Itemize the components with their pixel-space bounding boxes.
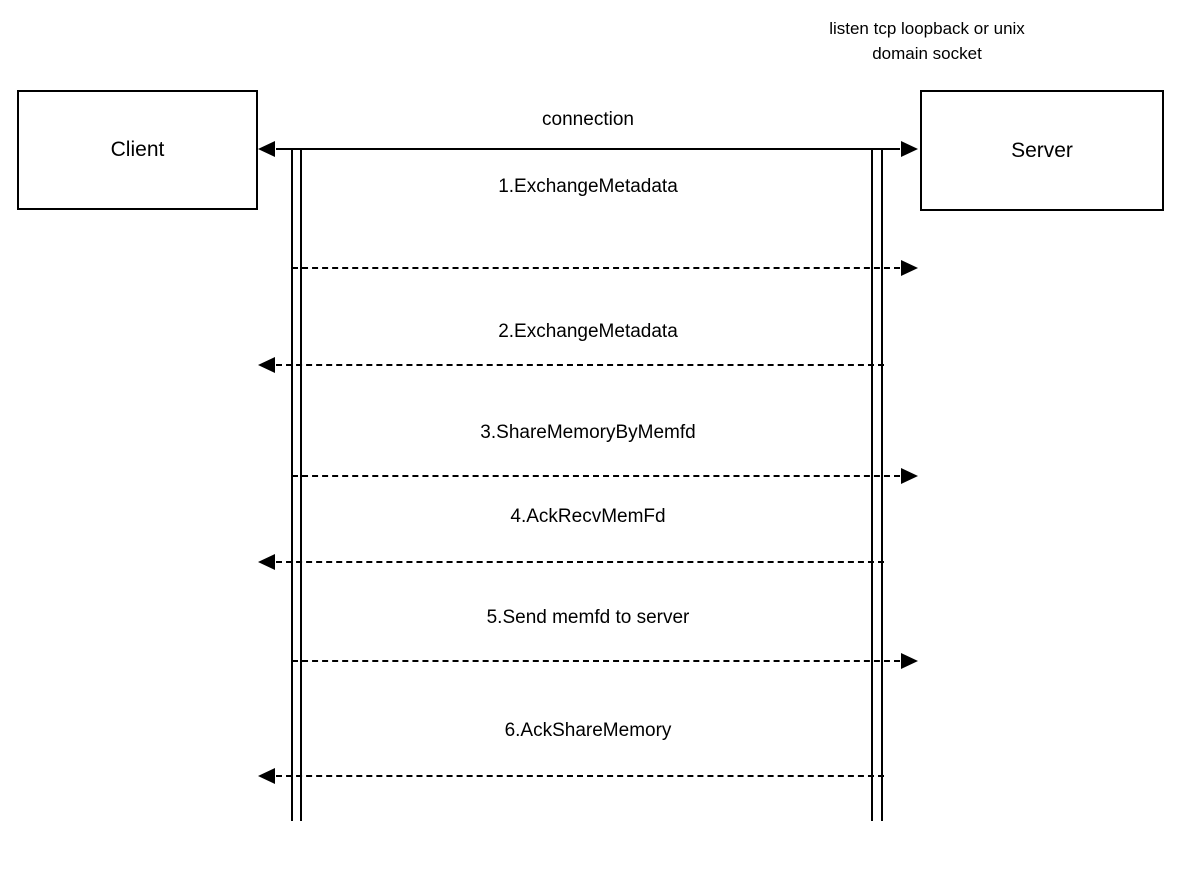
message-4-label: 4.AckRecvMemFd [510,506,666,527]
lifeline-server-inner [871,148,873,821]
server-listen-note-line-2: domain socket [872,44,982,63]
arrow-left-icon [258,768,275,784]
message-5-line [292,660,900,662]
message-6-line [276,775,884,777]
server-listen-note: listen tcp loopback or unix domain socke… [767,16,1087,66]
arrow-right-icon [901,141,918,157]
arrow-left-icon [258,141,275,157]
server-listen-note-line-1: listen tcp loopback or unix [829,19,1025,38]
message-2-label: 2.ExchangeMetadata [498,321,678,342]
participant-client-label: Client [110,138,165,162]
lifeline-server-outer [881,148,883,821]
arrow-right-icon [901,468,918,484]
message-3-line [292,475,900,477]
arrow-left-icon [258,554,275,570]
message-3-label: 3.ShareMemoryByMemfd [480,422,696,443]
participant-client: Client [17,90,258,210]
message-1-label: 1.ExchangeMetadata [498,176,678,197]
message-connection-label: connection [542,109,634,130]
message-6-label: 6.AckShareMemory [504,720,672,741]
participant-server-label: Server [1011,138,1073,162]
arrow-left-icon [258,357,275,373]
message-2-line [276,364,884,366]
participant-server: Server [920,90,1164,211]
lifeline-client-outer [291,148,293,821]
message-1-line [292,267,900,269]
lifeline-client-inner [300,148,302,821]
arrow-right-icon [901,260,918,276]
message-4-line [276,561,884,563]
message-5-label: 5.Send memfd to server [486,607,690,628]
arrow-right-icon [901,653,918,669]
message-connection-line [276,148,900,150]
